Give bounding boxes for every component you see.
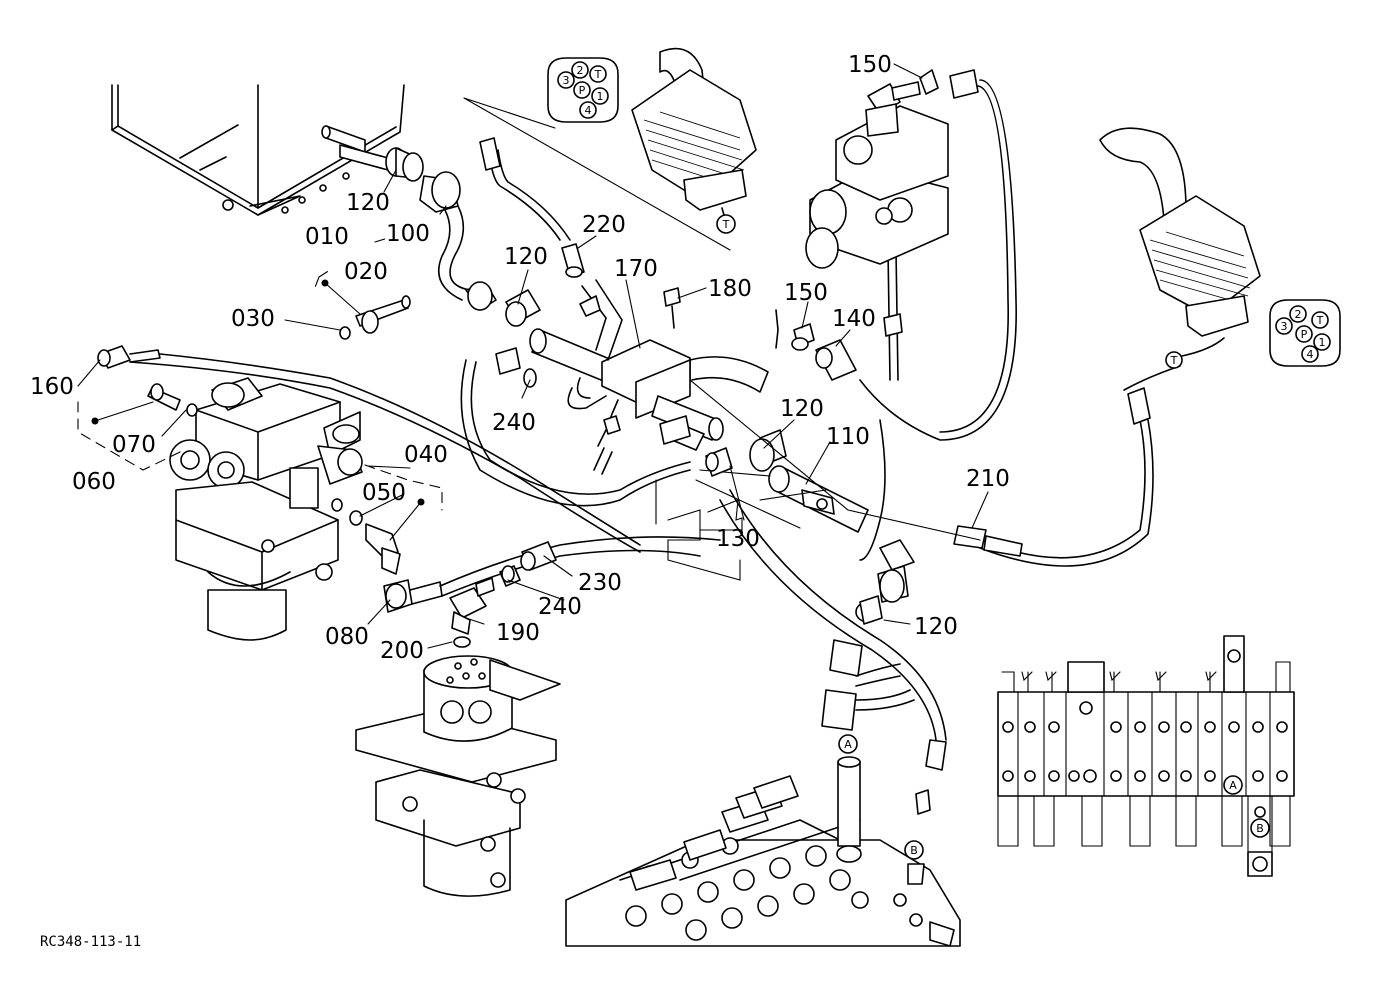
part-label-120: 120 <box>914 614 958 640</box>
port-label-1: 1 <box>1319 336 1326 349</box>
left-port-pattern: 3 2 T P 1 4 <box>547 57 619 123</box>
part-label-200: 200 <box>380 638 424 664</box>
port-label-1: 1 <box>597 90 604 103</box>
part-label-240: 240 <box>538 594 582 620</box>
port-label-p: P <box>579 84 586 97</box>
port-label-p: P <box>1301 328 1308 341</box>
part-label-160: 160 <box>30 374 74 400</box>
part-label-040: 040 <box>404 442 448 468</box>
part-label-070: 070 <box>112 432 156 458</box>
part-label-150: 150 <box>848 52 892 78</box>
part-label-050: 050 <box>362 480 406 506</box>
part-label-030: 030 <box>231 306 275 332</box>
tank-elbow-and-hose <box>385 147 471 301</box>
hose-end-080 <box>383 536 721 613</box>
part-label-120: 120 <box>780 396 824 422</box>
leader-lines <box>77 63 989 649</box>
part-label-120: 120 <box>504 244 548 270</box>
part-label-080: 080 <box>325 624 369 650</box>
right-port-pattern: 3 2 T P 1 4 <box>1269 299 1341 367</box>
swivel-block <box>355 655 561 897</box>
elbow-040 <box>331 464 443 575</box>
hoses <box>460 69 1181 815</box>
part-label-120: 120 <box>346 190 390 216</box>
part-label-130: 130 <box>716 526 760 552</box>
part-label-230: 230 <box>578 570 622 596</box>
part-label-110: 110 <box>826 424 870 450</box>
elbow-190 <box>449 577 495 648</box>
port-label-t: T <box>1316 314 1324 327</box>
connector-label-right: T <box>1170 354 1178 367</box>
part-label-190: 190 <box>496 620 540 646</box>
port-label-4: 4 <box>585 104 592 117</box>
bolt-020 <box>313 237 411 340</box>
port-label-3: 3 <box>563 74 570 87</box>
connection-label-a: A <box>1229 779 1237 792</box>
connection-markers: A B A B <box>838 734 1270 860</box>
port-label-2: 2 <box>1295 308 1302 321</box>
part-label-060: 060 <box>72 469 116 495</box>
drawing-id: RC348-113-11 <box>40 934 141 950</box>
fitting-070 <box>77 383 198 471</box>
pipe-assembly <box>463 97 915 625</box>
part-label-020: 020 <box>344 259 388 285</box>
connection-label-b: B <box>1256 822 1264 835</box>
port-label-4: 4 <box>1307 348 1314 361</box>
selector-valve <box>805 69 949 269</box>
connection-label-a: A <box>844 738 852 751</box>
part-label-100: 100 <box>386 221 430 247</box>
port-label-2: 2 <box>577 64 584 77</box>
right-joystick <box>1099 127 1261 369</box>
part-label-240: 240 <box>492 410 536 436</box>
part-number-labels: 120 100 010 020 030 160 070 060 040 050 … <box>30 52 1010 664</box>
left-valve-block <box>169 377 363 641</box>
port-label-3: 3 <box>1281 320 1288 333</box>
part-label-220: 220 <box>582 212 626 238</box>
tank-body <box>111 84 405 216</box>
part-label-210: 210 <box>966 466 1010 492</box>
fitting-160 <box>97 345 641 553</box>
connector-label-left: T <box>722 218 730 231</box>
left-joystick <box>631 47 757 234</box>
connection-label-b: B <box>910 844 918 857</box>
part-label-150: 150 <box>784 280 828 306</box>
fitting-230-240 <box>499 541 557 587</box>
port-label-t: T <box>594 68 602 81</box>
part-label-170: 170 <box>614 256 658 282</box>
fitting-140-150 <box>791 323 857 381</box>
valve-schematic <box>997 635 1295 877</box>
control-valve-bank <box>565 756 961 947</box>
part-label-180: 180 <box>708 276 752 302</box>
part-label-010: 010 <box>305 224 349 250</box>
part-label-140: 140 <box>832 306 876 332</box>
